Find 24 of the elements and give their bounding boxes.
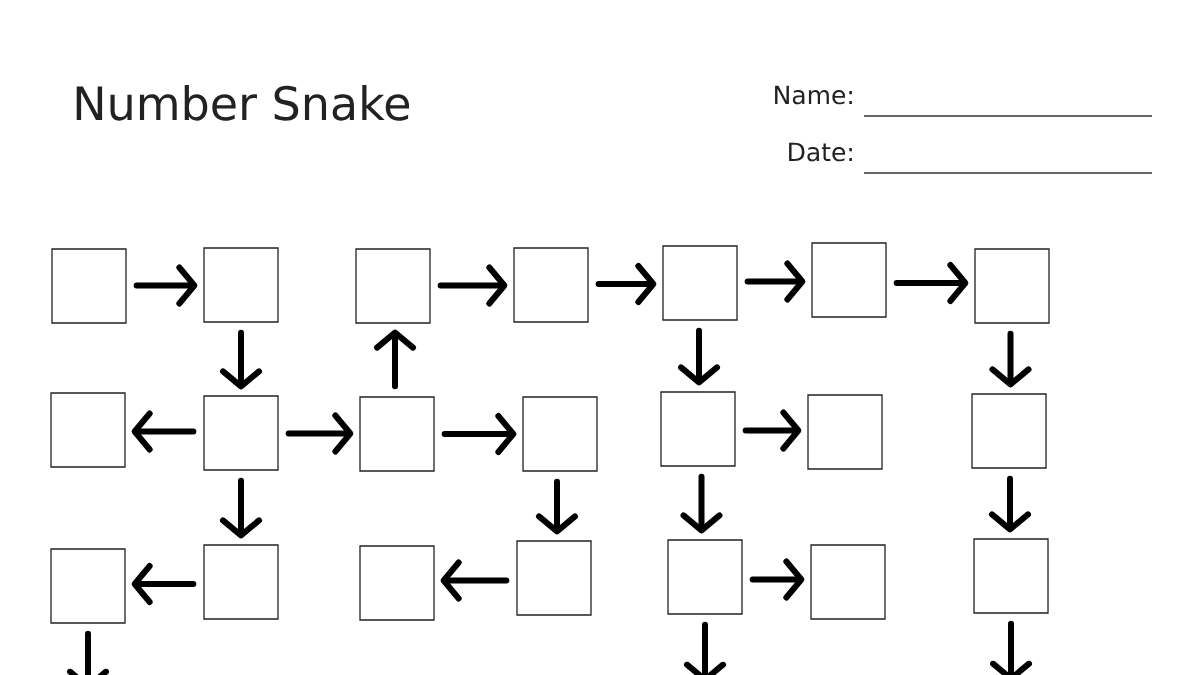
answer-box <box>203 544 279 620</box>
answer-box <box>811 242 887 318</box>
title: Number Snake <box>76 85 410 121</box>
answer-box <box>203 247 279 323</box>
answer-box <box>810 544 886 620</box>
answer-box <box>971 393 1047 469</box>
answer-box <box>973 538 1049 614</box>
field-label: Name: <box>775 85 852 105</box>
answer-box <box>660 391 736 467</box>
answer-box <box>359 545 435 621</box>
answer-box <box>359 396 435 472</box>
answer-box <box>667 539 743 615</box>
answer-box <box>513 247 589 323</box>
answer-box <box>516 540 592 616</box>
answer-box <box>51 248 127 324</box>
answer-box <box>522 396 598 472</box>
answer-box <box>203 395 279 471</box>
answer-box <box>974 248 1050 324</box>
field-label: Date: <box>789 142 852 162</box>
answer-box <box>355 248 431 324</box>
answer-box <box>50 392 126 468</box>
answer-box <box>807 394 883 470</box>
answer-box <box>662 245 738 321</box>
answer-box <box>50 548 126 624</box>
